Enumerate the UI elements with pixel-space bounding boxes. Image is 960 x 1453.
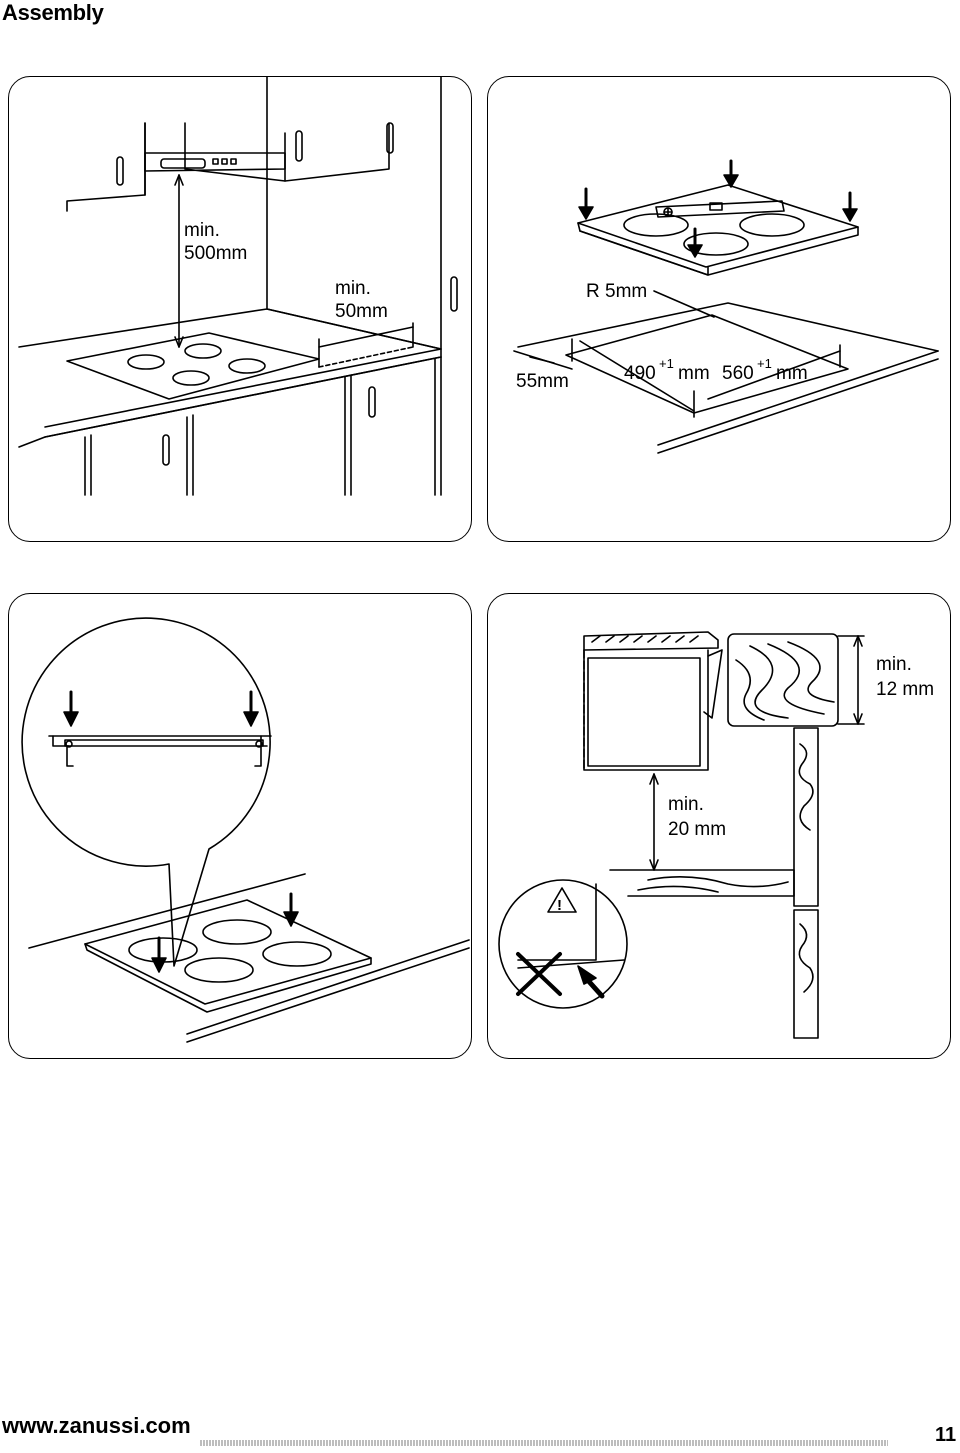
website-link[interactable]: www.zanussi.com	[2, 1413, 191, 1438]
page-title: Assembly	[2, 0, 104, 25]
installation-overview-drawing	[18, 77, 458, 496]
hob-placement-drawing	[21, 617, 470, 1043]
footer-divider	[200, 1440, 888, 1446]
page-number: 11	[935, 1424, 957, 1446]
panel-cutout-dimensions: R 5mm 55mm 490 +1 mm 560 +1 mm	[487, 76, 951, 542]
clearance-detail-drawing	[498, 631, 865, 1039]
cutout-dimensions-drawing	[513, 159, 939, 454]
panel-hob-placement	[8, 593, 472, 1059]
panel-installation-overview: min. 500mm min. 50mm	[8, 76, 472, 542]
panel-clearance-detail: min. 12 mm min. 20 mm !	[487, 593, 951, 1059]
